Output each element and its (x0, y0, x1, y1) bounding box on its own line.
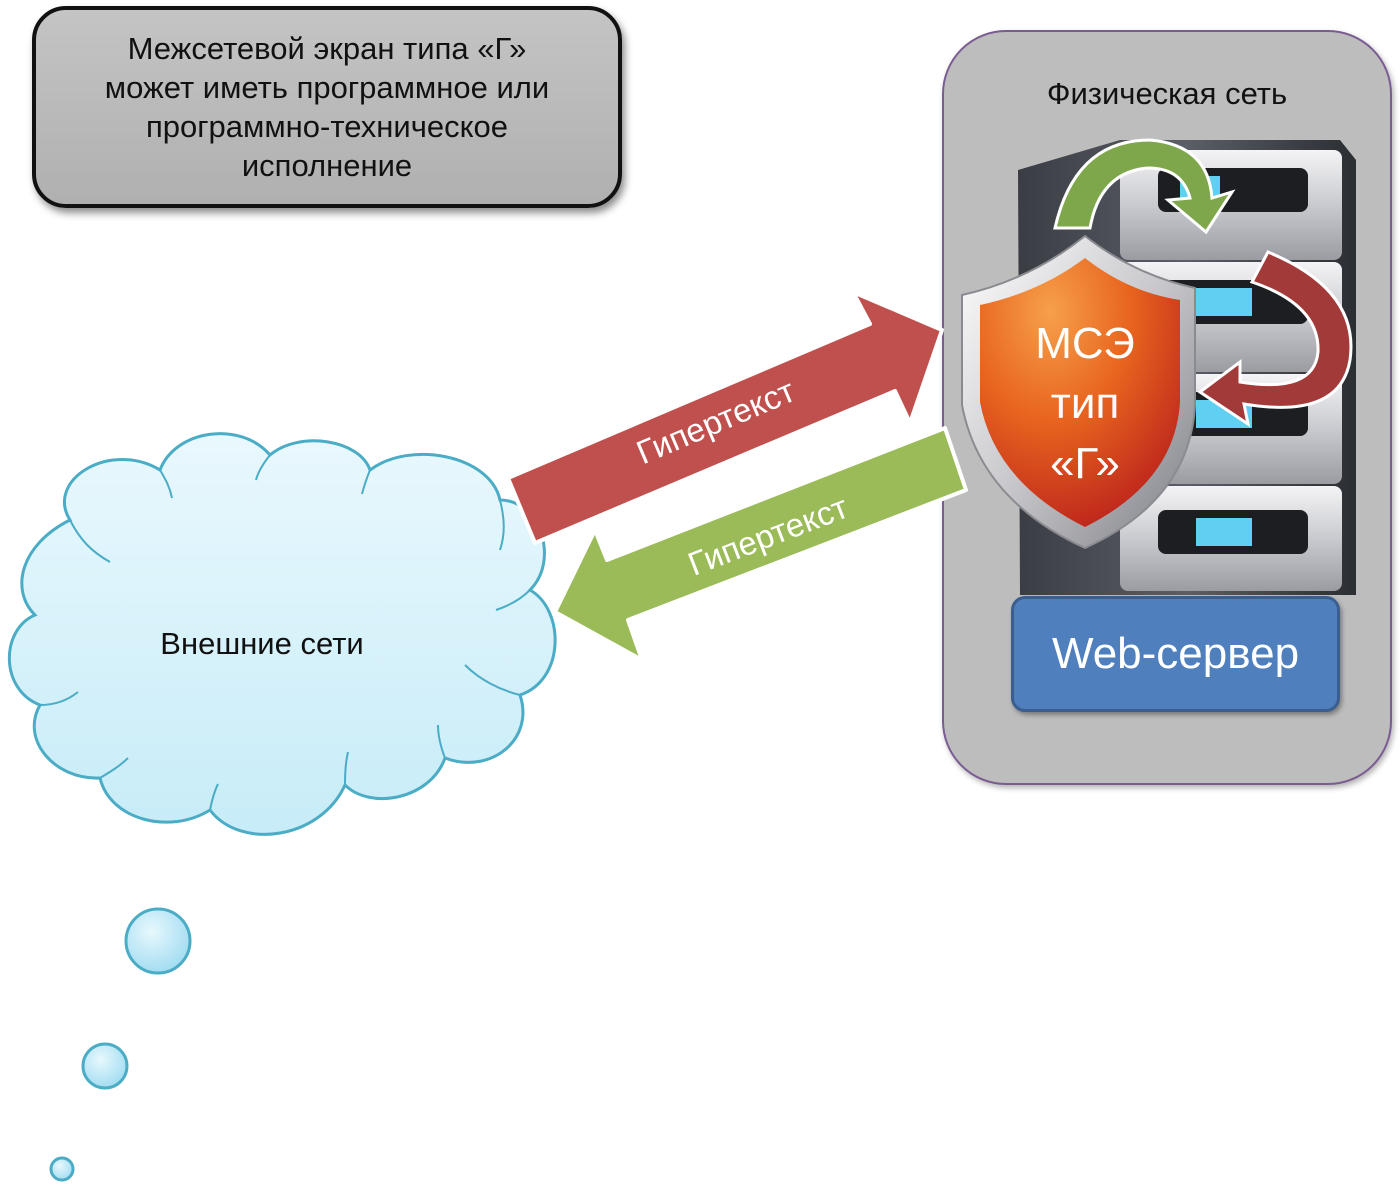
firewall-label-line-2: тип (1051, 379, 1120, 428)
cloud-label: Внешние сети (160, 626, 363, 661)
firewall-shield-icon (961, 234, 1196, 550)
thought-bubble-large (124, 907, 192, 975)
thought-bubble-small (49, 1156, 75, 1182)
cloud-inner-curves (39, 454, 531, 811)
firewall-label-line-3: «Г» (1050, 439, 1120, 488)
note-line-2: может иметь программное или (104, 70, 550, 105)
server-unit-4 (1120, 486, 1342, 591)
note-text: Межсетевой экран типа «Г» может иметь пр… (105, 29, 549, 185)
note-line-3: программно-техническое (145, 109, 508, 144)
green-curved-arrow-icon (1053, 138, 1236, 235)
outbound-hypertext-arrow (553, 426, 968, 662)
physical-network-label: Физическая сеть (1046, 76, 1288, 111)
red-curved-arrow-icon (1197, 250, 1353, 428)
thought-bubble-medium (81, 1042, 129, 1090)
firewall-label-line-1: МСЭ (1035, 319, 1135, 368)
note-line-1: Межсетевой экран типа «Г» (127, 31, 527, 66)
web-server-label: Web-сервер (1051, 629, 1300, 678)
web-server-box: Web-сервер (1011, 596, 1340, 712)
note-line-4: исполнение (241, 148, 413, 183)
note-box: Межсетевой экран типа «Г» может иметь пр… (32, 6, 622, 208)
external-network-cloud (7, 432, 557, 836)
inbound-hypertext-arrow (506, 290, 944, 545)
